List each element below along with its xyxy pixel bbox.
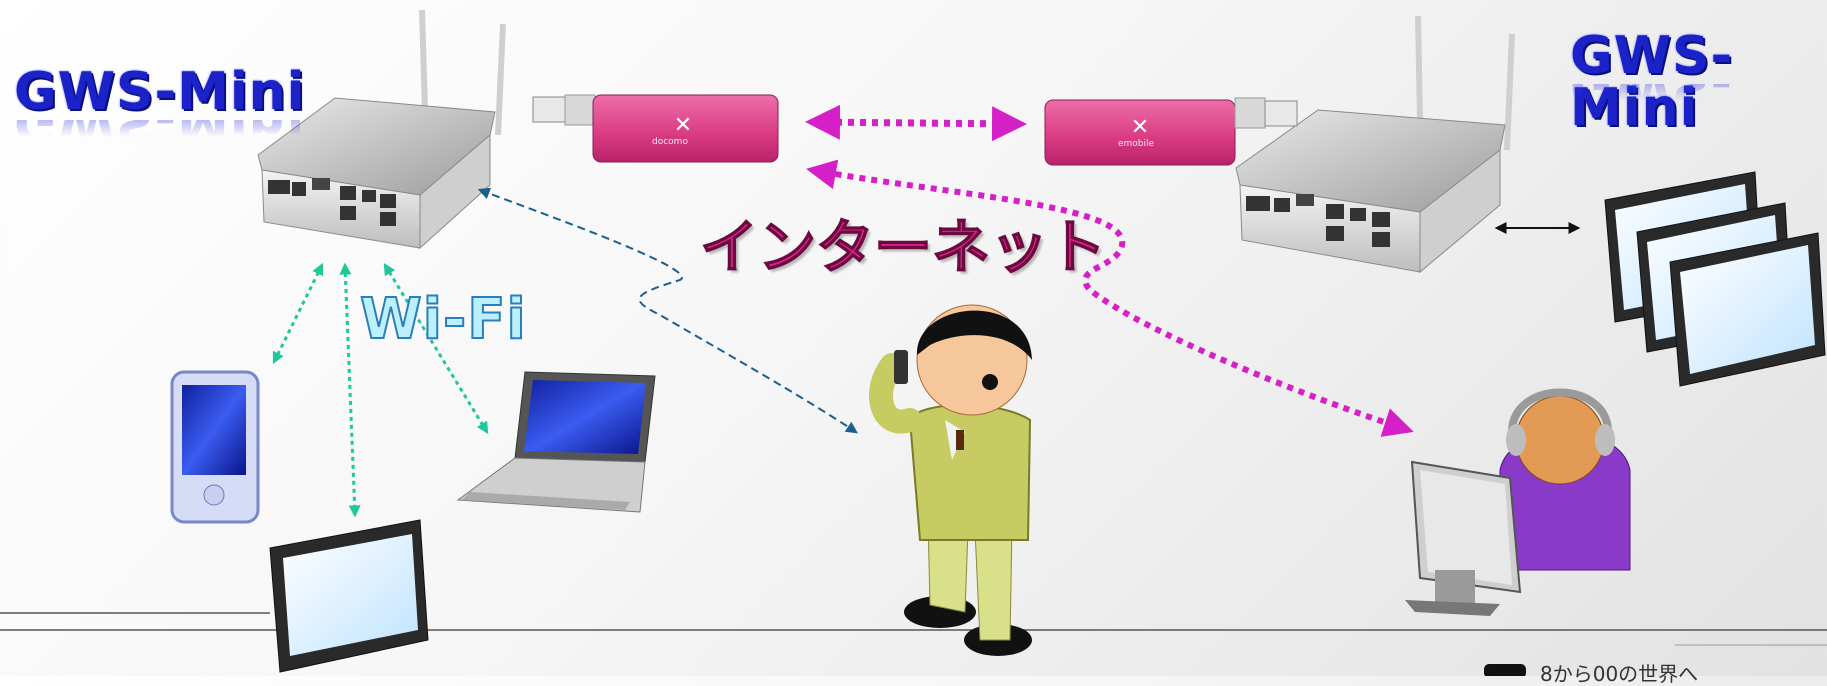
left-modem-text: docomo — [652, 137, 688, 147]
pda-icon — [170, 370, 260, 524]
left-router-icon — [257, 9, 506, 250]
modem-link-arrow — [805, 104, 1027, 142]
laptop-icon — [456, 371, 656, 513]
person-on-phone-icon — [869, 304, 1032, 656]
right-device-label: GWS-Mini — [1570, 26, 1734, 138]
left-device-label: GWS-Mini — [14, 62, 306, 122]
right-router-icon — [1235, 15, 1515, 274]
remote-access-arrow — [477, 187, 859, 434]
footer-icon — [1484, 664, 1526, 676]
wifi-arrow-laptop — [383, 262, 489, 435]
footer-caption: 8から00の世界へ — [1540, 662, 1699, 686]
wifi-arrow-tablet — [339, 262, 361, 518]
internet-label: インターネット — [699, 213, 1107, 281]
monitor-stack-icon — [1604, 171, 1826, 387]
wifi-arrow-pda — [272, 262, 324, 365]
wifi-label: Wi-Fi — [359, 287, 527, 352]
right-modem-text: emobile — [1118, 139, 1155, 149]
left-device-label-reflection: GWS-Mini — [14, 120, 306, 148]
left-usb-modem-icon: ✕ — [532, 94, 779, 163]
svg-text:✕: ✕ — [674, 113, 692, 138]
svg-text:✕: ✕ — [1131, 115, 1149, 140]
right-device-label-reflection: GWS-Mini — [1570, 84, 1827, 112]
tablet-icon — [269, 519, 429, 673]
operator-at-monitor-icon — [1405, 388, 1631, 616]
right-usb-modem-icon: ✕ — [1044, 97, 1298, 166]
